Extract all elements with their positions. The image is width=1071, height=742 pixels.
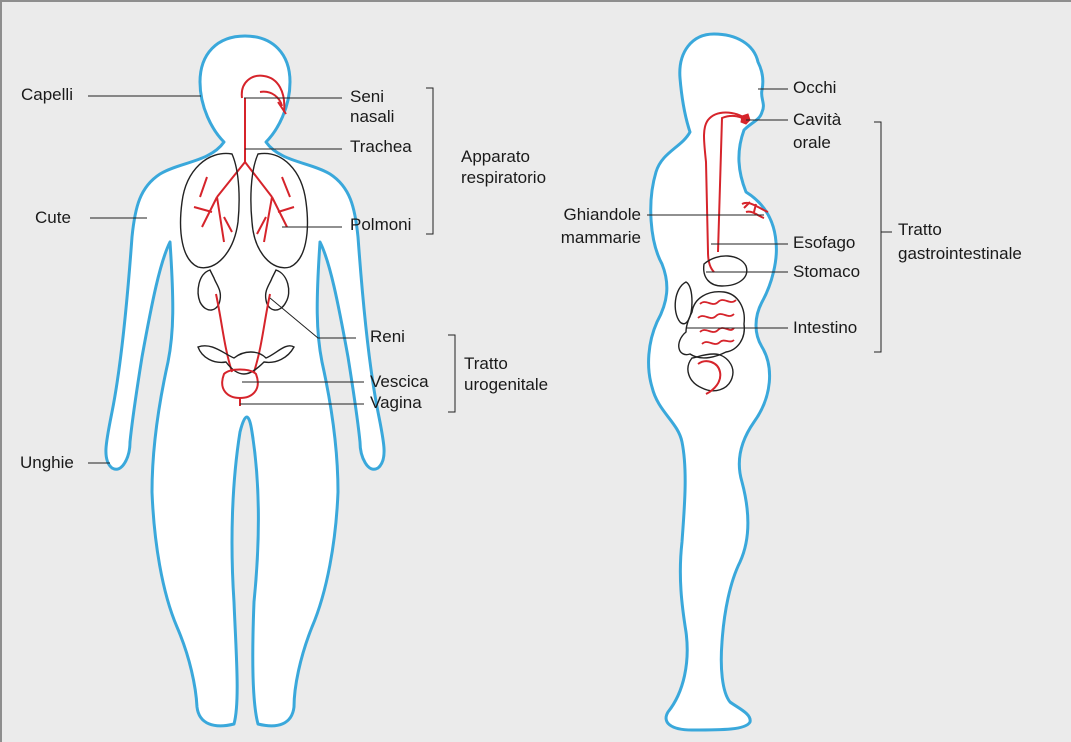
- label-stomaco: Stomaco: [793, 262, 860, 281]
- label-reni: Reni: [370, 327, 405, 346]
- label-trachea: Trachea: [350, 137, 412, 156]
- group-gi-line1: Tratto: [898, 220, 942, 239]
- label-cavita-line1: Cavità: [793, 110, 841, 129]
- label-cavita-line2: orale: [793, 133, 831, 152]
- group-urogenital-line2: urogenitale: [464, 375, 548, 394]
- label-vescica: Vescica: [370, 372, 429, 391]
- label-seni-line2: nasali: [350, 107, 394, 126]
- label-unghie: Unghie: [20, 453, 74, 472]
- group-respiratory-line1: Apparato: [461, 147, 530, 166]
- label-ghiandole-line1: Ghiandole: [525, 205, 641, 224]
- group-respiratory-line2: respiratorio: [461, 168, 546, 187]
- label-seni-line1: Seni: [350, 87, 384, 106]
- group-gi-line2: gastrointestinale: [898, 244, 1022, 263]
- label-esofago: Esofago: [793, 233, 855, 252]
- group-urogenital-line1: Tratto: [464, 354, 508, 373]
- label-capelli: Capelli: [21, 85, 73, 104]
- side-body-silhouette: [649, 34, 777, 730]
- label-vagina: Vagina: [370, 393, 422, 412]
- label-polmoni: Polmoni: [350, 215, 411, 234]
- label-ghiandole-line2: mammarie: [525, 228, 641, 247]
- label-intestino: Intestino: [793, 318, 857, 337]
- label-occhi: Occhi: [793, 78, 836, 97]
- label-cute: Cute: [35, 208, 71, 227]
